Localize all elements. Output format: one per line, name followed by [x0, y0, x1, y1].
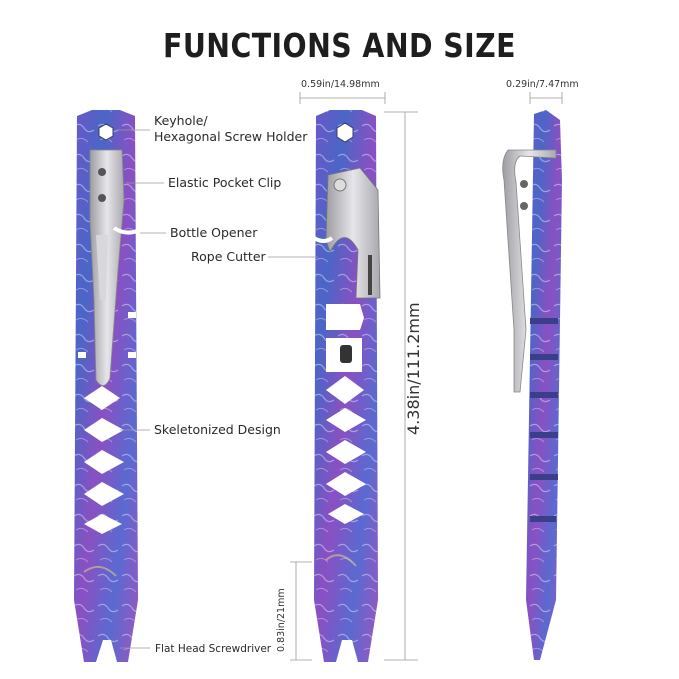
hex-keyhole-icon [98, 123, 114, 141]
callout-pocket-clip: Elastic Pocket Clip [168, 175, 282, 190]
callout-screwdriver: Flat Head Screwdriver [155, 643, 272, 655]
tool-side-view [502, 110, 562, 660]
dimension-length: 4.38in/111.2mm [404, 302, 423, 435]
callout-skeleton: Skeletonized Design [154, 422, 281, 437]
dimension-tip: 0.83in/21mm [276, 588, 287, 652]
callout-lines [118, 92, 563, 661]
rope-cutter-blade [325, 167, 381, 299]
callout-rope-cutter: Rope Cutter [191, 249, 266, 264]
side-clip [502, 149, 557, 393]
page-title: FUNCTIONS AND SIZE [162, 26, 516, 65]
tool-front-clip-view [74, 110, 141, 662]
callout-bottle-opener: Bottle Opener [170, 225, 258, 240]
pocket-clip [89, 149, 125, 386]
tool-front-view [312, 110, 381, 662]
dimension-width-front: 0.59in/14.98mm [301, 79, 380, 90]
callout-keyhole-line1: Keyhole/ [154, 113, 208, 128]
dimension-width-side: 0.29in/7.47mm [506, 79, 579, 90]
callout-keyhole: Keyhole/ Hexagonal Screw Holder [154, 113, 307, 145]
callout-keyhole-line2: Hexagonal Screw Holder [154, 129, 308, 144]
